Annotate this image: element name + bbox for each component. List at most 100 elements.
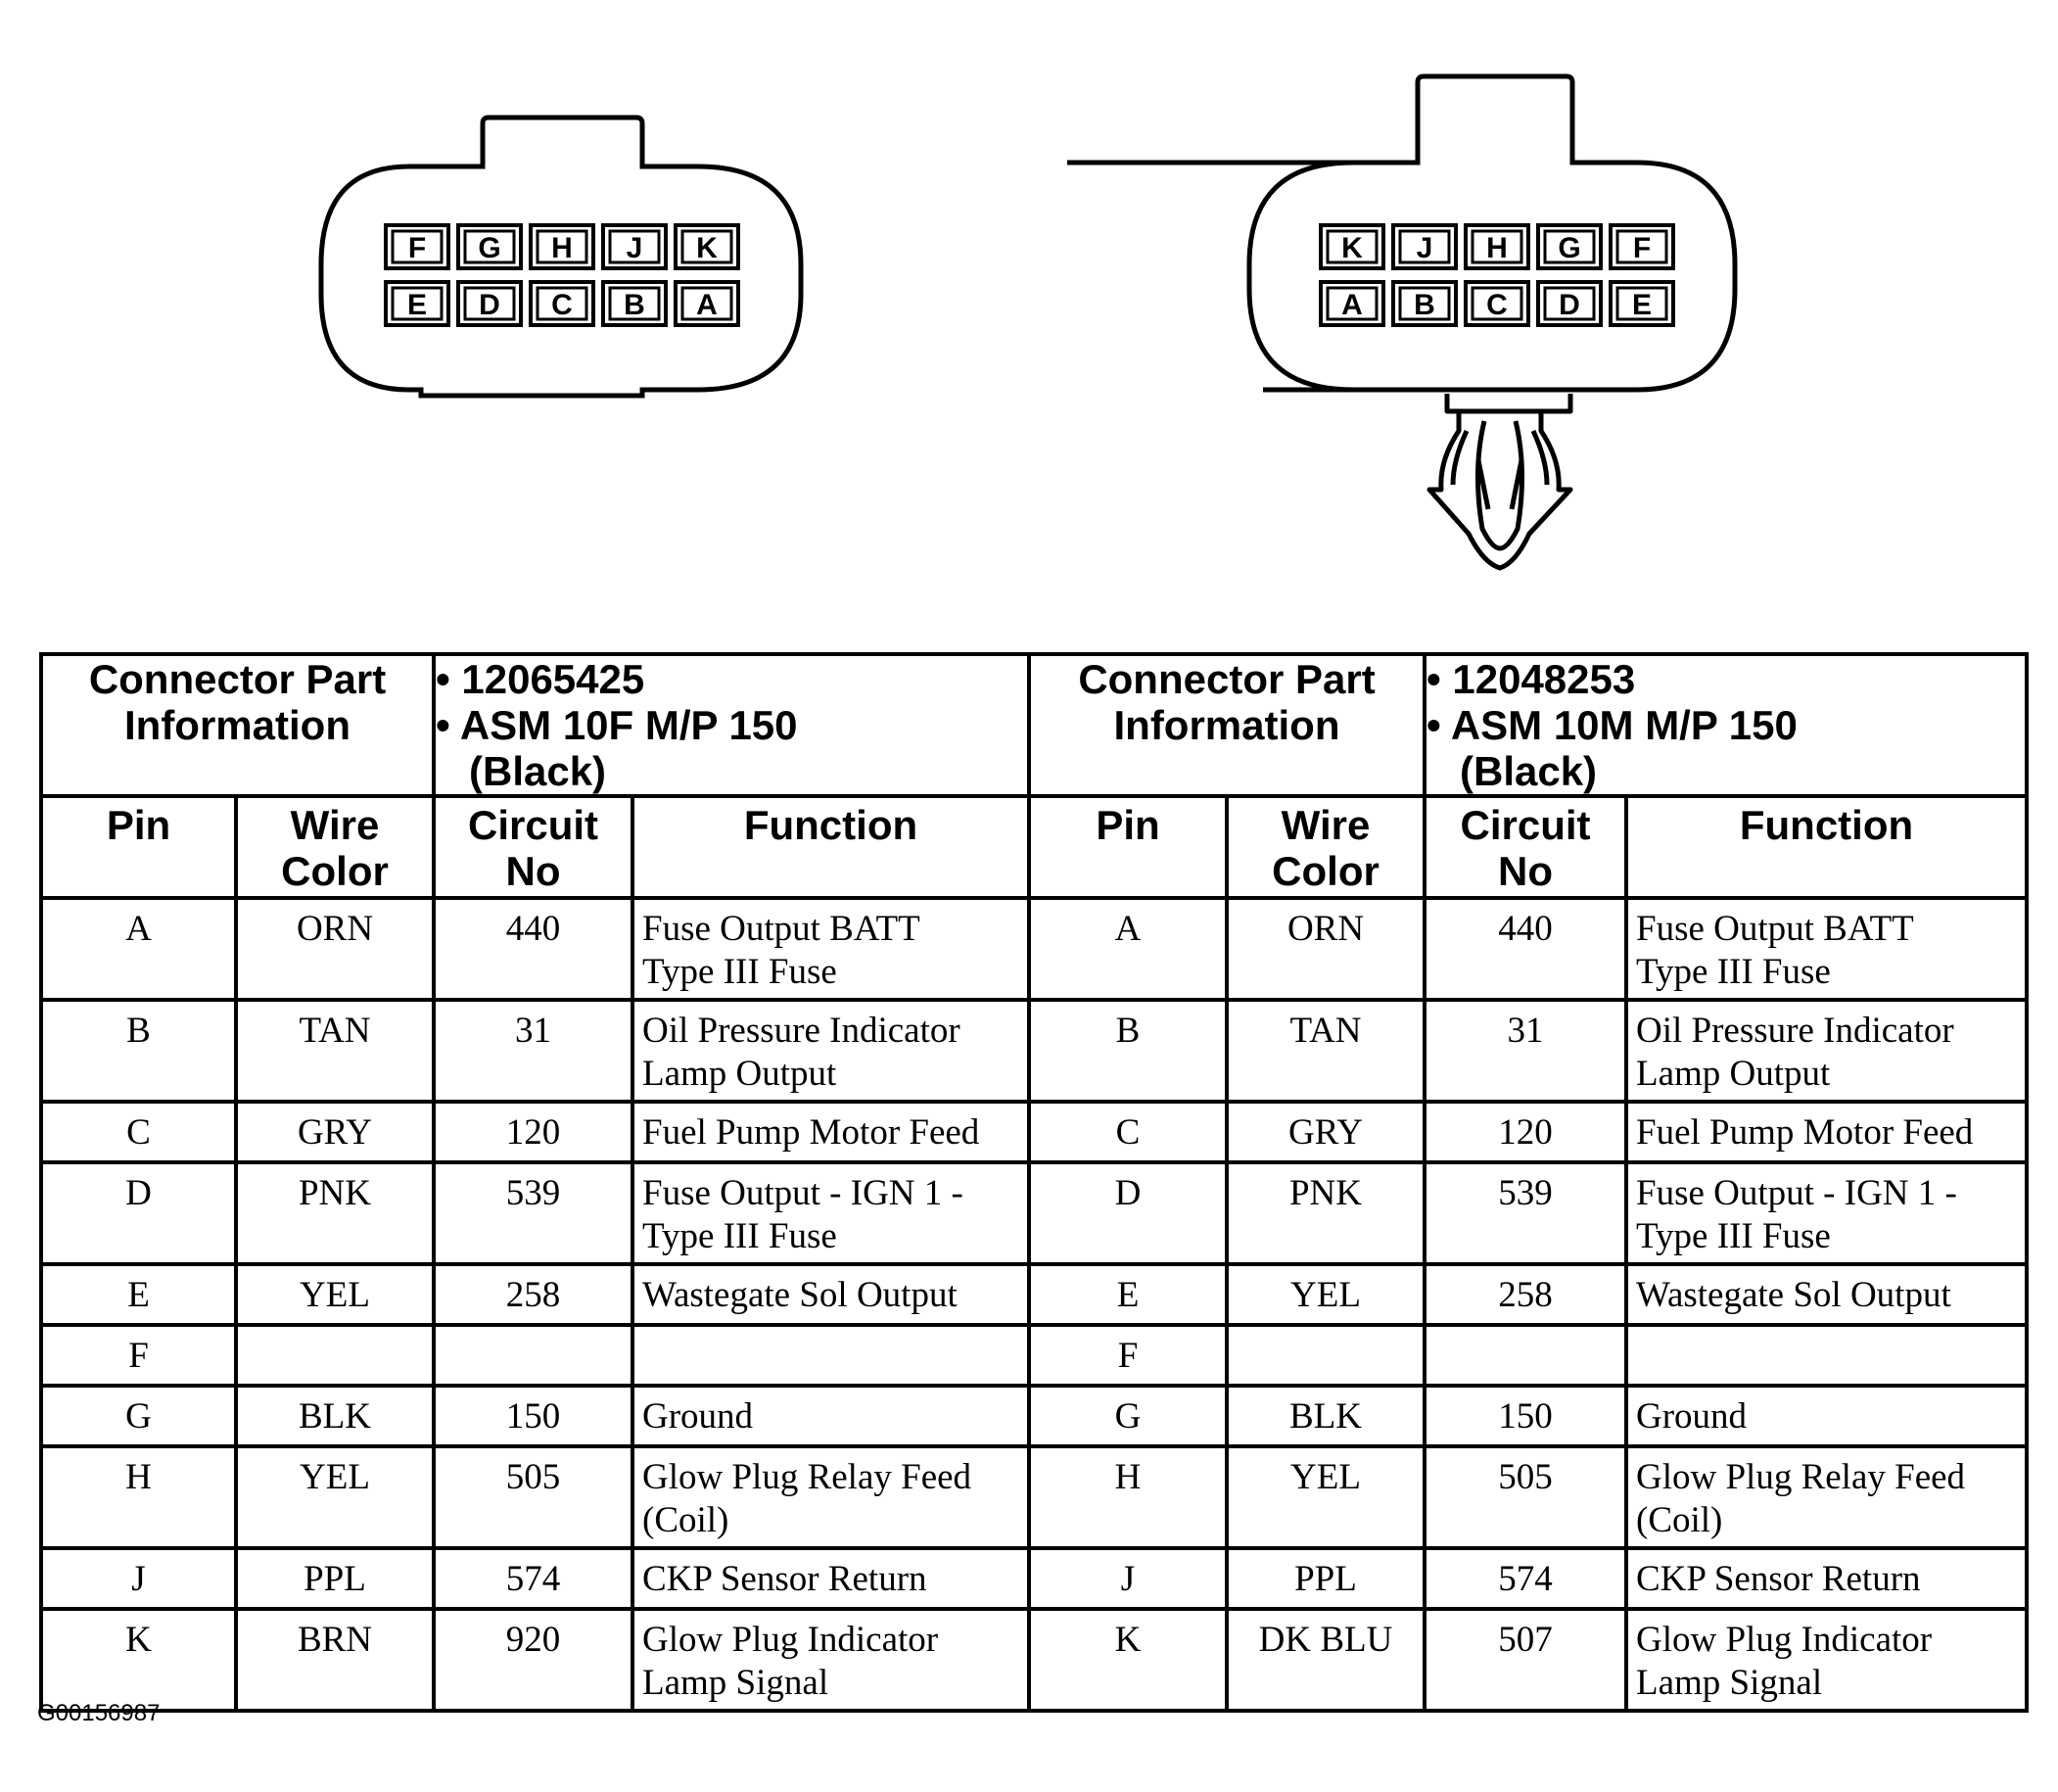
function-line: Type III Fuse — [1636, 1216, 1831, 1256]
wire-color-cell — [234, 1323, 436, 1388]
left-pin-label-H: H — [551, 232, 573, 264]
pin-cell: B — [1027, 998, 1229, 1104]
pin-cell: F — [39, 1323, 238, 1388]
function-line: Oil Pressure Indicator — [1636, 1011, 1954, 1051]
left-pin-cavity-C — [529, 280, 595, 327]
function-line: Glow Plug Indicator — [642, 1620, 939, 1660]
left-pin-cavity-K — [674, 223, 740, 270]
wire-color-cell: ORN — [234, 896, 436, 1002]
function-cell: Ground — [1623, 1384, 2030, 1448]
right-pin-cavity-G — [1536, 223, 1603, 270]
function-line: Lamp Signal — [642, 1663, 829, 1703]
wire-color-cell: YEL — [234, 1262, 436, 1327]
circuit-cell: 920 — [432, 1607, 634, 1713]
pin-cell: J — [39, 1546, 238, 1611]
left-pin-frame-E — [391, 286, 444, 321]
circuit-cell: 574 — [1423, 1546, 1628, 1611]
circuit-cell: 507 — [1423, 1607, 1628, 1713]
left-pin-label-E: E — [407, 289, 427, 321]
pin-cell: E — [1027, 1262, 1229, 1327]
wire-color-cell: TAN — [234, 998, 436, 1104]
function-line: Ground — [642, 1396, 754, 1437]
right-pin-cavity-D — [1536, 280, 1603, 327]
left-pin-cavity-D — [456, 280, 523, 327]
pin-cell: K — [1027, 1607, 1229, 1713]
function-line: Glow Plug Indicator — [1636, 1620, 1933, 1660]
left-pin-frame-F — [391, 229, 444, 264]
right-pin-frame-H — [1471, 229, 1523, 264]
function-line: Fuse Output BATT — [642, 909, 920, 949]
circuit-cell: 505 — [1423, 1444, 1628, 1550]
circuit-cell: 31 — [432, 998, 634, 1104]
wire-color-cell — [1225, 1323, 1427, 1388]
pin-cell: D — [39, 1160, 238, 1266]
pin-cell: D — [1027, 1160, 1229, 1266]
function-line: Type III Fuse — [642, 952, 837, 992]
wire-color-cell: YEL — [234, 1444, 436, 1550]
circuit-cell: 258 — [1423, 1262, 1628, 1327]
right-pin-cavity-F — [1609, 223, 1675, 270]
function-cell — [631, 1323, 1031, 1388]
left-pin-cavity-E — [384, 280, 450, 327]
circuit-cell: 150 — [1423, 1384, 1628, 1448]
left-pin-cavity-H — [529, 223, 595, 270]
circuit-cell: 505 — [432, 1444, 634, 1550]
connector-info-row: Connector Part Information • 12065425 • … — [39, 652, 2030, 798]
left-pin-cavity-F — [384, 223, 450, 270]
function-line: Type III Fuse — [642, 1216, 837, 1256]
right-connector-info-label: Connector Part Information — [1027, 652, 1427, 798]
left-pin-frame-D — [463, 286, 516, 321]
function-line: (Coil) — [642, 1500, 729, 1540]
function-line: Glow Plug Relay Feed — [642, 1457, 972, 1497]
function-line: Wastegate Sol Output — [1636, 1275, 1951, 1315]
right-part-number: 12048253 — [1452, 656, 1636, 702]
function-line: Lamp Output — [1636, 1054, 1831, 1094]
function-cell: CKP Sensor Return — [631, 1546, 1031, 1611]
left-pin-cavity-B — [601, 280, 668, 327]
function-line: Lamp Output — [642, 1054, 837, 1094]
circuit-cell: 539 — [432, 1160, 634, 1266]
wire-color-cell: DK BLU — [1225, 1607, 1427, 1713]
wire-color-cell: PNK — [234, 1160, 436, 1266]
pin-cell: C — [39, 1100, 238, 1164]
right-part-color: (Black) — [1460, 748, 1598, 794]
circuit-cell: 120 — [1423, 1100, 1628, 1164]
left-pin-frame-B — [608, 286, 661, 321]
mounting-clip-icon — [1427, 394, 1573, 571]
circuit-cell: 258 — [432, 1262, 634, 1327]
function-line: Lamp Signal — [1636, 1663, 1823, 1703]
col-pin: Pin — [39, 794, 238, 900]
connector-pinout-table: Connector Part Information • 12065425 • … — [39, 652, 2030, 1713]
left-pin-cavity-G — [456, 223, 523, 270]
pin-cell: A — [39, 896, 238, 1002]
function-cell: Glow Plug Relay Feed(Coil) — [631, 1444, 1031, 1550]
right-pin-label-E: E — [1632, 289, 1652, 321]
right-pin-cavity-A — [1319, 280, 1385, 327]
function-line: Wastegate Sol Output — [642, 1275, 958, 1315]
function-line: CKP Sensor Return — [1636, 1559, 1921, 1599]
function-line: (Coil) — [1636, 1500, 1723, 1540]
circuit-cell: 440 — [432, 896, 634, 1002]
left-pin-frame-H — [536, 229, 588, 264]
function-cell: CKP Sensor Return — [1623, 1546, 2030, 1611]
wire-color-cell: BLK — [1225, 1384, 1427, 1448]
left-pin-label-A: A — [696, 289, 718, 321]
function-cell: Fuel Pump Motor Feed — [631, 1100, 1031, 1164]
right-pin-frame-D — [1543, 286, 1596, 321]
right-pin-frame-A — [1326, 286, 1379, 321]
right-pin-label-B: B — [1414, 289, 1435, 321]
left-pin-label-J: J — [627, 232, 643, 264]
col-function: Function — [631, 794, 1031, 900]
right-pin-label-G: G — [1558, 232, 1580, 264]
left-pin-frame-J — [608, 229, 661, 264]
right-pin-cavity-E — [1609, 280, 1675, 327]
